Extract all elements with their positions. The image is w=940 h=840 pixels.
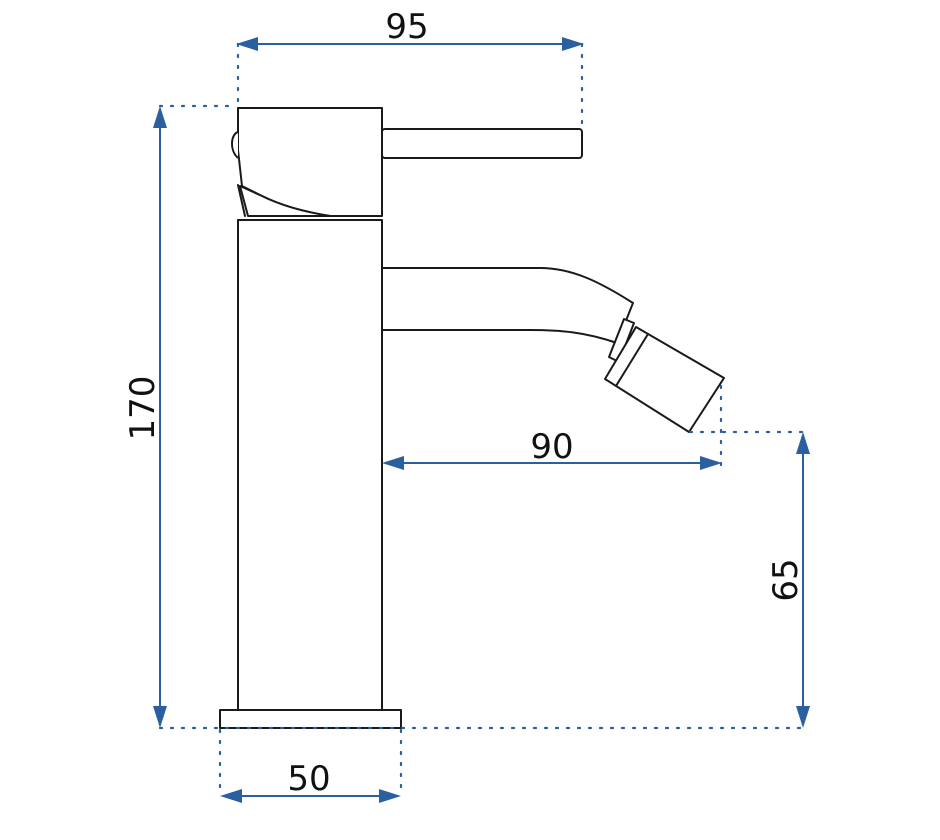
arrow-left-icon xyxy=(236,37,258,51)
dimension-total-height: 170 xyxy=(123,106,167,728)
arrow-right-icon xyxy=(379,789,401,803)
cartridge-collar xyxy=(239,185,331,217)
dim-label-spout-height: 65 xyxy=(766,558,806,601)
lever-side-knob xyxy=(231,131,239,159)
dimension-spout-reach: 90 xyxy=(382,427,722,470)
dim-label-spout-reach: 90 xyxy=(530,427,573,467)
faucet-outline xyxy=(219,107,725,729)
lever-handle xyxy=(381,128,583,159)
extension-lines xyxy=(158,42,807,798)
nozzle-edge xyxy=(615,333,649,387)
cartridge-seam xyxy=(237,184,246,217)
dimension-spout-height: 65 xyxy=(766,432,810,728)
base-plate xyxy=(219,709,402,729)
arrow-left-icon xyxy=(220,789,242,803)
arrow-up-icon xyxy=(153,106,167,128)
dim-label-top-width: 95 xyxy=(385,7,428,47)
faucet-column xyxy=(237,219,383,711)
dimension-base-width: 50 xyxy=(220,759,401,803)
arrow-left-icon xyxy=(382,456,404,470)
arrow-right-icon xyxy=(562,37,584,51)
dim-label-total-height: 170 xyxy=(123,376,163,441)
arrow-up-icon xyxy=(796,432,810,454)
arrow-down-icon xyxy=(153,706,167,728)
faucet-spout xyxy=(381,267,634,344)
arrow-right-icon xyxy=(700,456,722,470)
dimension-top-width: 95 xyxy=(236,7,584,51)
arrow-down-icon xyxy=(796,706,810,728)
dim-label-base-width: 50 xyxy=(287,759,330,799)
